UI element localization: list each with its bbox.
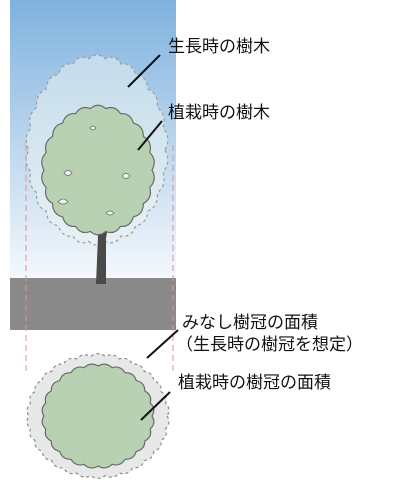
label-planted-tree: 植栽時の樹木 — [168, 103, 270, 123]
leader-line-planted-tree — [137, 120, 163, 151]
leader-line-assumed-crown — [146, 329, 179, 359]
label-mature-tree: 生長時の樹木 — [168, 37, 270, 57]
tree-trunk — [92, 220, 109, 284]
label-assumed-crown-area-line2: （生長時の樹冠を想定） — [176, 335, 363, 355]
ground-band — [10, 278, 176, 330]
label-planted-crown-area: 植栽時の樹冠の面積 — [178, 373, 331, 393]
crown-leaf-gaps — [57, 125, 131, 216]
planted-tree-crown — [41, 104, 155, 236]
leader-line-planted-crown — [140, 391, 171, 421]
planted-crown-area — [41, 363, 155, 469]
label-assumed-crown-area-line1: みなし樹冠の面積 — [182, 313, 318, 333]
leader-line-mature-tree — [127, 54, 161, 88]
